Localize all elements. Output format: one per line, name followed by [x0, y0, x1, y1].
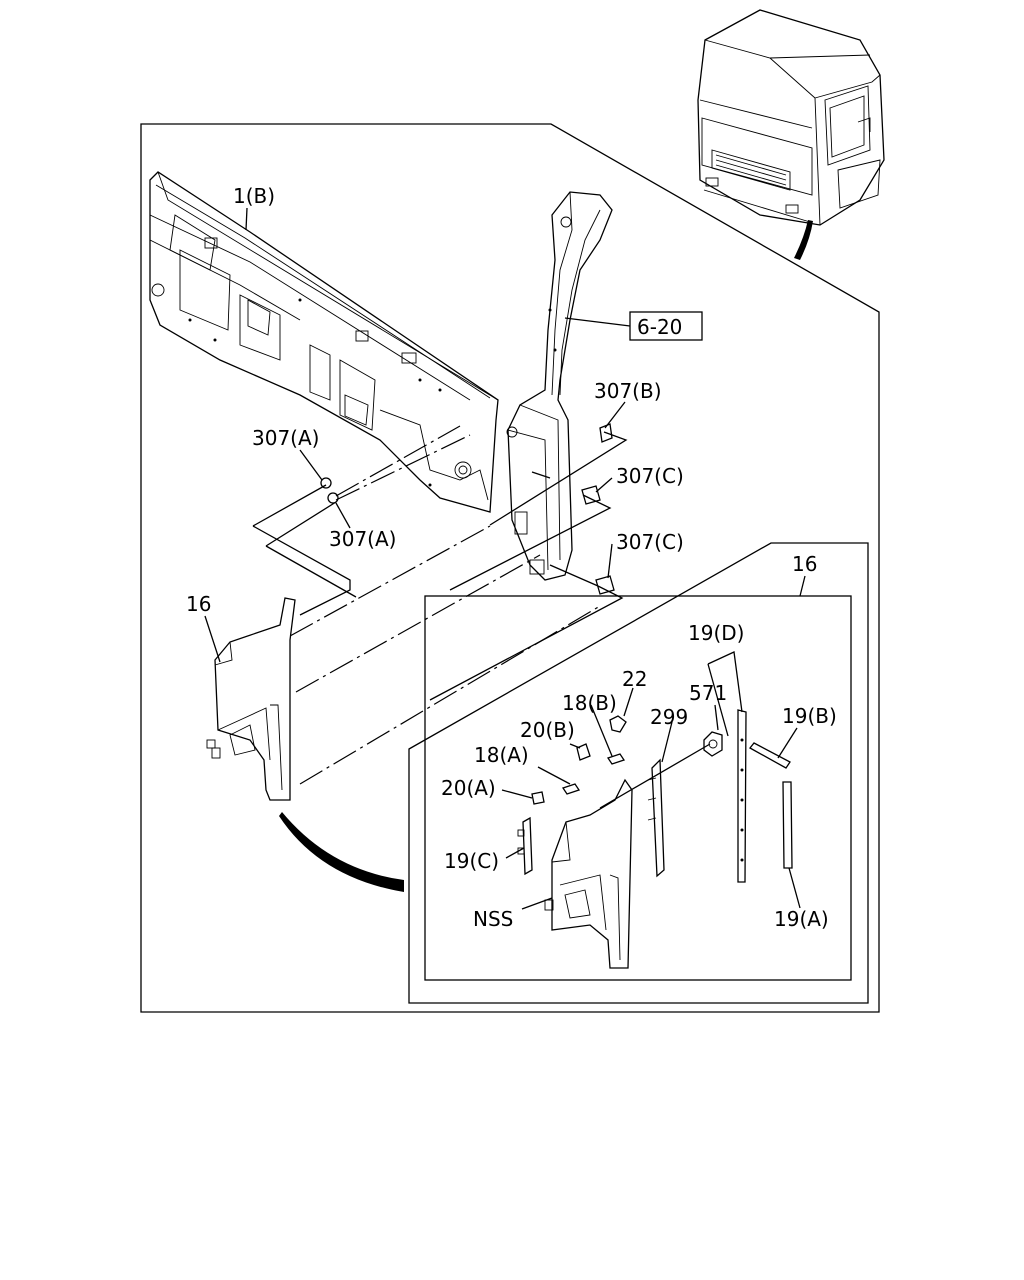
label-307c-lower: 307(C) [616, 530, 684, 554]
label-19b: 19(B) [782, 704, 837, 728]
label-20b: 20(B) [520, 718, 575, 742]
ref-box-6-20 [629, 311, 703, 341]
label-1b: 1(B) [233, 184, 275, 208]
truck-cab-illustration [697, 9, 885, 226]
label-20a: 20(A) [441, 776, 496, 800]
inset-outer-frame [408, 542, 869, 1004]
pillar-panel-6-20 [506, 191, 613, 581]
label-307a-lower: 307(A) [329, 527, 396, 551]
clip-307a-upper [320, 477, 332, 489]
assembly-chain-lines [252, 425, 628, 785]
label-6-20: 6-20 [637, 315, 682, 339]
leader-lines [204, 207, 806, 910]
outer-frame [140, 123, 880, 1013]
label-22: 22 [622, 667, 647, 691]
clip-307c-lower [595, 575, 615, 595]
inset-trim-assembly [517, 709, 793, 969]
cowl-panel-1b [149, 171, 499, 513]
label-307b: 307(B) [594, 379, 662, 403]
label-nss: NSS [473, 907, 513, 931]
label-18b: 18(B) [562, 691, 617, 715]
cab-pointer-arrow [794, 220, 813, 260]
label-571: 571 [689, 681, 727, 705]
inset-pointer-arrow [279, 812, 404, 892]
inset-inner-frame [424, 595, 852, 981]
pillar-trim-16 [206, 597, 296, 801]
label-299: 299 [650, 705, 688, 729]
clip-307c-upper [581, 485, 601, 505]
label-19d: 19(D) [688, 621, 744, 645]
label-307c-upper: 307(C) [616, 464, 684, 488]
label-16-main: 16 [186, 592, 211, 616]
clip-307a-lower [327, 492, 339, 504]
label-18a: 18(A) [474, 743, 529, 767]
label-16-inset: 16 [792, 552, 817, 576]
label-19a: 19(A) [774, 907, 829, 931]
label-307a-upper: 307(A) [252, 426, 319, 450]
label-19c: 19(C) [444, 849, 499, 873]
